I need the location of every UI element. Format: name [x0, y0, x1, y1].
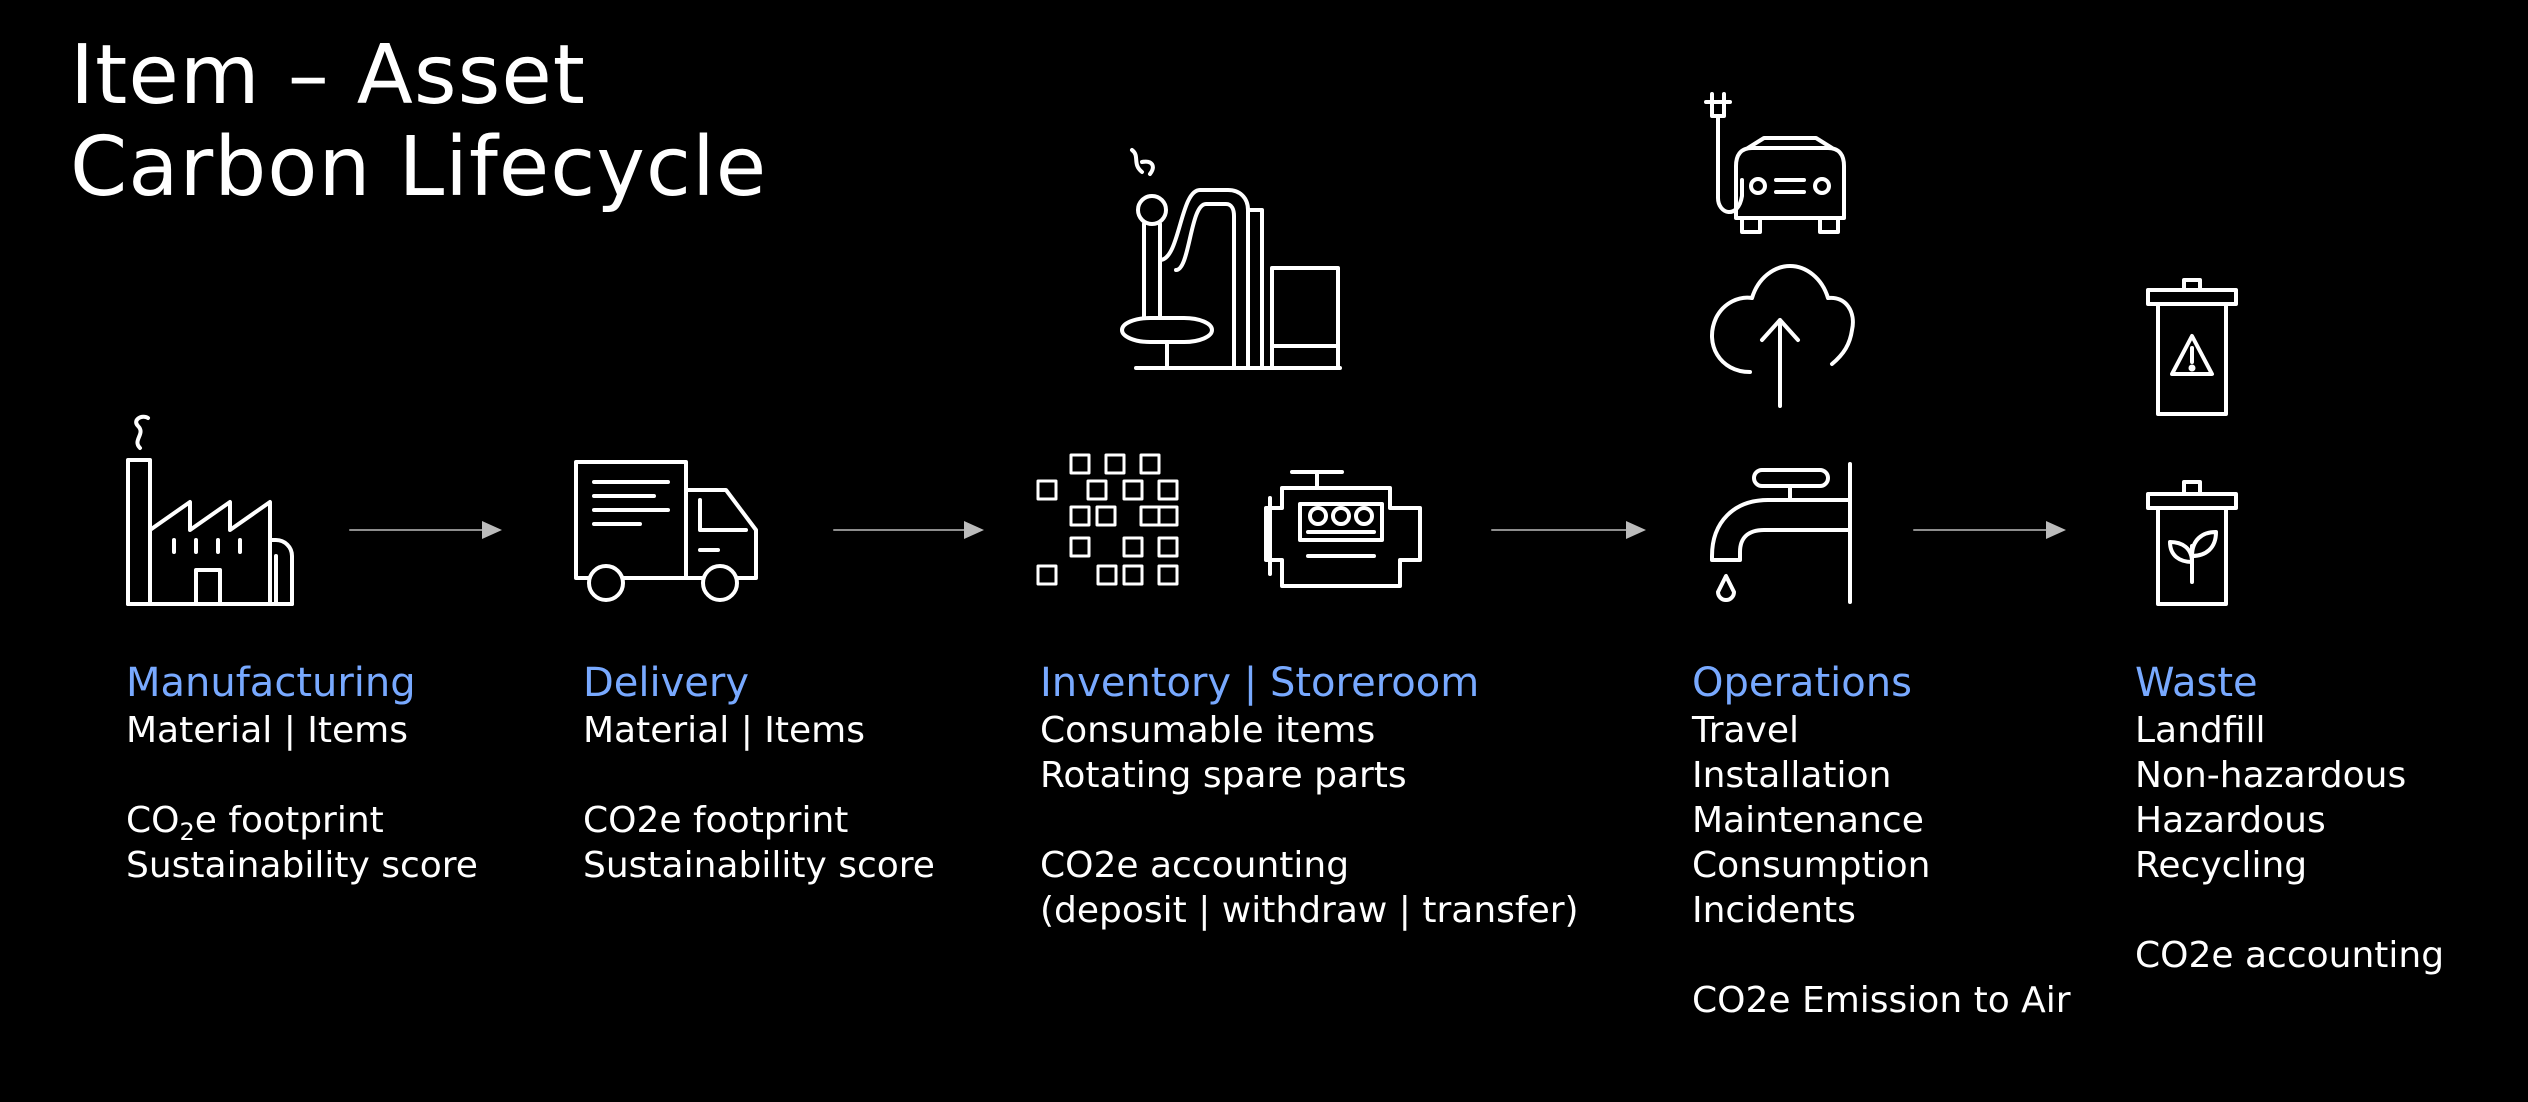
co-text: CO: [126, 800, 180, 841]
flow-arrow: [349, 521, 502, 539]
stage-heading: Delivery: [583, 660, 750, 706]
page-title: Item – Asset Carbon Lifecycle: [70, 30, 767, 214]
stage-operations: Operations Travel Installation Maintenan…: [1692, 660, 2071, 1023]
flow-arrow: [1491, 521, 1646, 539]
stage-inventory-storeroom: Inventory | Storeroom Consumable items R…: [1040, 660, 1579, 933]
stage-line: Installation: [1692, 755, 1892, 796]
electric-car-icon: [1704, 92, 1846, 234]
stage-line: Sustainability score: [583, 845, 935, 886]
stage-waste: Waste Landfill Non-hazardous Hazardous R…: [2135, 660, 2444, 978]
stage-line: CO2e accounting: [1040, 845, 1350, 886]
stage-heading: Manufacturing: [126, 660, 416, 706]
inventory-grid-icon: [1036, 453, 1179, 586]
stage-line: Non-hazardous: [2135, 755, 2407, 796]
stage-line: Incidents: [1692, 890, 1856, 931]
stage-line: Hazardous: [2135, 800, 2326, 841]
flow-arrow: [833, 521, 984, 539]
stage-manufacturing: Manufacturing Material | Items CO2e foot…: [126, 660, 478, 888]
footprint-text: e footprint: [194, 800, 384, 841]
stage-line: Landfill: [2135, 710, 2266, 751]
stage-heading: Inventory | Storeroom: [1040, 660, 1480, 706]
stage-line: Consumption: [1692, 845, 1931, 886]
stage-line: Rotating spare parts: [1040, 755, 1407, 796]
hazardous-waste-bin-icon: [2146, 278, 2238, 416]
co2e-footprint-text: CO2e footprint: [126, 798, 478, 847]
stage-line: Travel: [1692, 710, 1800, 751]
stage-line: CO2e accounting: [2135, 935, 2445, 976]
stage-line: Recycling: [2135, 845, 2308, 886]
delivery-truck-icon: [574, 460, 758, 602]
stage-heading: Waste: [2135, 660, 2258, 706]
subscript-2: 2: [179, 818, 195, 847]
stage-delivery: Delivery Material | Items CO2e footprint…: [583, 660, 935, 888]
flow-arrow: [1913, 521, 2066, 539]
compost-bin-icon: [2146, 480, 2238, 606]
title-line-1: Item – Asset: [70, 28, 586, 123]
engine-icon: [1264, 470, 1422, 588]
stage-line: (deposit | withdraw | transfer): [1040, 890, 1579, 931]
stage-line: Material | Items: [126, 710, 408, 751]
stage-line: CO2e footprint: [583, 800, 849, 841]
stage-line: Sustainability score: [126, 845, 478, 886]
stage-line: CO2e Emission to Air: [1692, 980, 2071, 1021]
stage-line: Material | Items: [583, 710, 865, 751]
stage-line: Consumable items: [1040, 710, 1376, 751]
title-line-2: Carbon Lifecycle: [70, 120, 768, 215]
factory-icon: [126, 414, 294, 606]
cloud-upload-icon: [1710, 264, 1855, 408]
refinery-icon: [1120, 148, 1342, 370]
stage-heading: Operations: [1692, 660, 1912, 706]
water-faucet-icon: [1710, 462, 1852, 604]
stage-line: Maintenance: [1692, 800, 1924, 841]
